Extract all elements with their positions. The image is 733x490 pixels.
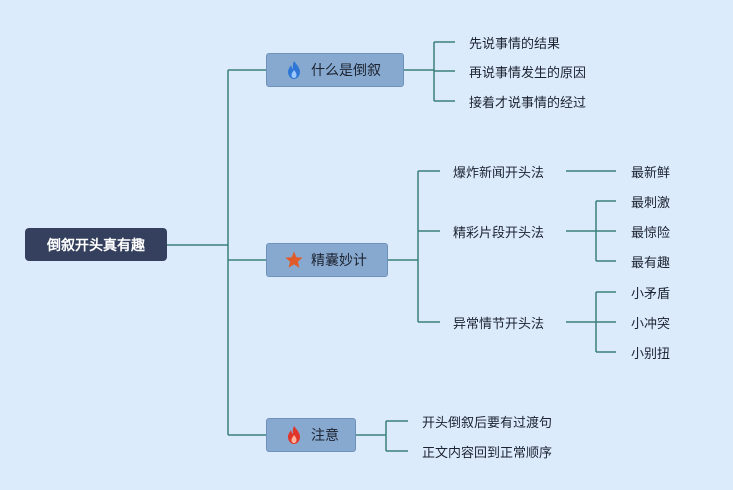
- leaf-node[interactable]: 开头倒叙后要有过渡句: [422, 411, 552, 431]
- leaf-node[interactable]: 小冲突: [631, 312, 670, 332]
- branch-label: 精囊妙计: [311, 253, 367, 269]
- leaf-node[interactable]: 正文内容回到正常顺序: [422, 441, 552, 461]
- leaf-node[interactable]: 接着才说事情的经过: [469, 91, 586, 111]
- leaf-label: 再说事情发生的原因: [469, 65, 587, 81]
- subbranch-node[interactable]: 爆炸新闻开头法: [453, 161, 544, 181]
- branch-what-is-flashback[interactable]: 什么是倒叙: [266, 53, 404, 87]
- leaf-label: 最刺激: [631, 195, 671, 211]
- leaf-node[interactable]: 最惊险: [631, 221, 670, 241]
- branch-notes[interactable]: 注意: [266, 418, 356, 452]
- leaf-label: 接着才说事情的经过: [469, 95, 587, 111]
- leaf-node[interactable]: 最刺激: [631, 191, 670, 211]
- leaf-label: 最惊险: [631, 225, 671, 241]
- leaf-node[interactable]: 再说事情发生的原因: [469, 61, 586, 81]
- leaf-label: 最新鲜: [631, 165, 671, 181]
- leaf-label: 小冲突: [631, 316, 671, 332]
- fire-icon: [284, 60, 304, 80]
- leaf-node[interactable]: 小别扭: [631, 342, 670, 362]
- leaf-label: 小矛盾: [631, 286, 671, 302]
- leaf-label: 小别扭: [631, 346, 671, 362]
- root-node[interactable]: 倒叙开头真有趣: [25, 228, 167, 261]
- subbranch-label: 精彩片段开头法: [453, 225, 545, 241]
- leaf-label: 先说事情的结果: [469, 36, 561, 52]
- connector-lines: [167, 41, 616, 452]
- star-icon: [284, 250, 304, 270]
- leaf-label: 最有趣: [631, 255, 671, 271]
- branch-label: 注意: [311, 428, 339, 444]
- branch-label: 什么是倒叙: [311, 63, 381, 79]
- subbranch-node[interactable]: 异常情节开头法: [453, 312, 544, 332]
- subbranch-label: 异常情节开头法: [453, 316, 545, 332]
- leaf-label: 正文内容回到正常顺序: [422, 445, 553, 461]
- subbranch-node[interactable]: 精彩片段开头法: [453, 221, 544, 241]
- leaf-label: 开头倒叙后要有过渡句: [422, 415, 553, 431]
- leaf-node[interactable]: 最有趣: [631, 251, 670, 271]
- leaf-node[interactable]: 小矛盾: [631, 282, 670, 302]
- leaf-node[interactable]: 先说事情的结果: [469, 32, 560, 52]
- leaf-node[interactable]: 最新鲜: [631, 161, 670, 181]
- fire-icon: [284, 425, 304, 445]
- subbranch-label: 爆炸新闻开头法: [453, 165, 545, 181]
- branch-tips[interactable]: 精囊妙计: [266, 243, 388, 277]
- root-label: 倒叙开头真有趣: [47, 237, 145, 254]
